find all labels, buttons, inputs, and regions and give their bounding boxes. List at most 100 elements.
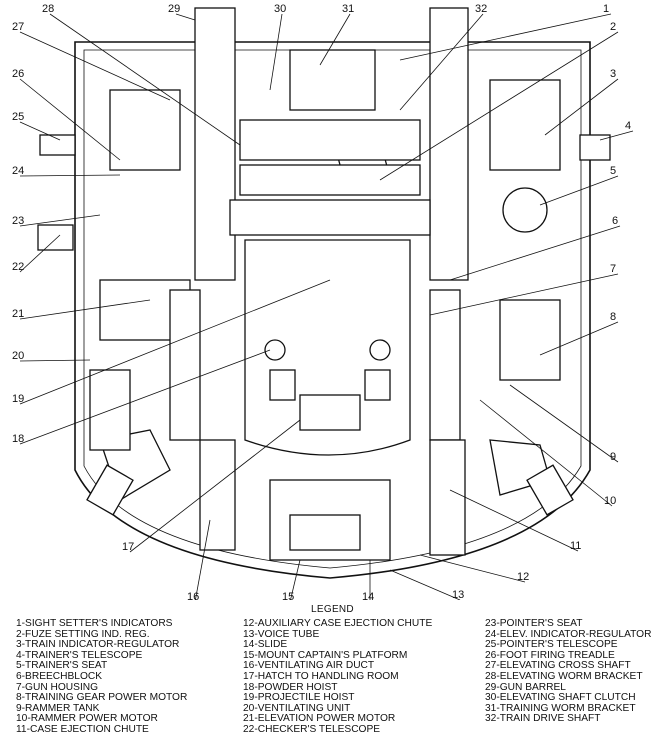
legend-item: 19-PROJECTILE HOIST <box>243 692 355 704</box>
callout-leader-line <box>19 31 171 101</box>
callout-number: 23 <box>12 215 24 227</box>
callout-number: 24 <box>12 165 24 177</box>
callout-leader-line <box>544 78 619 136</box>
legend-item: 18-POWDER HOIST <box>243 681 338 693</box>
callout-number: 17 <box>122 541 134 553</box>
callout-number: 16 <box>187 591 199 600</box>
callout-leader-line <box>19 121 61 141</box>
callout-number: 7 <box>610 263 616 275</box>
legend-item: 14-SLIDE <box>243 639 288 651</box>
callout-leader-line <box>129 419 301 553</box>
legend-item: 12-AUXILIARY CASE EJECTION CHUTE <box>243 618 433 629</box>
callout-number: 14 <box>362 591 374 600</box>
callout-number: 27 <box>12 21 24 33</box>
legend-item: 24-ELEV. INDICATOR-REGULATOR <box>485 628 652 640</box>
callout-number: 8 <box>610 311 616 323</box>
callout-number: 18 <box>12 433 24 445</box>
legend-item: 28-ELEVATING WORM BRACKET <box>485 670 643 682</box>
callout-number: 30 <box>274 3 286 15</box>
callout-leader-line <box>429 273 619 316</box>
gun-mount-cutaway-diagram: 1234567891011121314151617181920212223242… <box>12 3 634 600</box>
callout-leader-line <box>290 559 301 600</box>
legend-item: 2-FUZE SETTING IND. REG. <box>16 628 150 640</box>
callout-number: 26 <box>12 68 24 80</box>
callout-number: 15 <box>282 591 294 600</box>
callout-leader-line <box>19 359 91 362</box>
callout-leader-line <box>19 174 121 177</box>
callout-number: 11 <box>570 540 581 552</box>
gun-barrel-left <box>194 7 236 281</box>
legend-item: 23-POINTER'S SEAT <box>485 618 583 629</box>
callout-number: 20 <box>12 350 24 362</box>
callout-leader-line <box>399 13 612 61</box>
callout-leader-line <box>599 130 634 141</box>
callout-leader-line <box>449 489 579 552</box>
legend-item: 5-TRAINER'S SEAT <box>16 660 108 672</box>
callout-leader-line <box>19 279 331 405</box>
legend-item: 30-ELEVATING SHAFT CLUTCH <box>485 692 636 704</box>
callout-number: 22 <box>12 261 24 273</box>
callout-leader-line <box>389 569 461 600</box>
callout-leader-line <box>49 13 241 146</box>
callout-number: 12 <box>517 571 529 583</box>
callout-number: 28 <box>42 3 54 15</box>
callout-leader-line <box>269 13 283 91</box>
callout-leader-line <box>479 399 613 507</box>
callout-number: 25 <box>12 111 24 123</box>
legend-item: 16-VENTILATING AIR DUCT <box>243 660 375 672</box>
callout-number: 29 <box>168 3 180 15</box>
callout-leader-line <box>319 13 351 66</box>
gun-barrel-right <box>429 7 469 281</box>
callout-leader-line <box>19 234 61 273</box>
callout-leader-line <box>379 31 619 181</box>
callout-number: 21 <box>12 308 24 320</box>
callout-leader-line <box>539 175 619 206</box>
callout-leader-line <box>175 13 196 21</box>
callout-leader-line <box>19 78 121 161</box>
callout-number: 10 <box>604 495 616 507</box>
callout-number: 31 <box>342 3 354 15</box>
callout-leader-line <box>19 299 151 320</box>
callout-number: 19 <box>12 393 24 405</box>
legend-item: 9-RAMMER TANK <box>16 702 100 714</box>
legend-item: 32-TRAIN DRIVE SHAFT <box>485 713 601 725</box>
callout-number: 32 <box>475 3 487 15</box>
legend-item: 29-GUN BARREL <box>485 681 566 693</box>
legend-item: 25-POINTER'S TELESCOPE <box>485 639 618 651</box>
callout-leader-line <box>194 519 211 600</box>
legend-item: 6-BREECHBLOCK <box>16 670 103 682</box>
legend-item: 21-ELEVATION POWER MOTOR <box>243 713 396 725</box>
callout-leader-line <box>399 13 484 111</box>
legend-title: LEGEND <box>311 604 354 615</box>
legend-item: 26-FOOT FIRING TREADLE <box>485 649 615 661</box>
legend-item: 31-TRAINING WORM BRACKET <box>485 702 636 714</box>
legend-item: 4-TRAINER'S TELESCOPE <box>16 649 143 661</box>
callout-leader-line <box>419 554 526 583</box>
callout-number: 4 <box>625 120 631 132</box>
legend-item: 15-MOUNT CAPTAIN'S PLATFORM <box>243 649 408 661</box>
legend-item: 17-HATCH TO HANDLING ROOM <box>243 670 399 682</box>
legend-item: 7-GUN HOUSING <box>16 681 99 693</box>
callout-number: 1 <box>603 3 609 15</box>
callout-number: 2 <box>610 21 616 33</box>
callout-number: 5 <box>610 165 616 177</box>
legend-item: 20-VENTILATING UNIT <box>243 702 351 714</box>
legend-item: 3-TRAIN INDICATOR-REGULATOR <box>16 639 180 651</box>
legend-item: 11-CASE EJECTION CHUTE <box>16 723 149 735</box>
legend-item: 10-RAMMER POWER MOTOR <box>16 713 158 725</box>
callout-leader-line <box>539 321 619 356</box>
legend-item: 22-CHECKER'S TELESCOPE <box>243 723 381 735</box>
callout-number: 9 <box>610 451 616 463</box>
callout-leader-line <box>509 384 619 463</box>
legend-item: 13-VOICE TUBE <box>243 628 320 640</box>
legend-item: 8-TRAINING GEAR POWER MOTOR <box>16 692 188 704</box>
callout-leader-line <box>19 349 271 445</box>
callout-leader-line <box>449 225 621 281</box>
callout-number: 6 <box>612 215 618 227</box>
callout-leader-line <box>19 214 101 227</box>
callout-number: 3 <box>610 68 616 80</box>
legend-item: 1-SIGHT SETTER'S INDICATORS <box>16 618 173 629</box>
